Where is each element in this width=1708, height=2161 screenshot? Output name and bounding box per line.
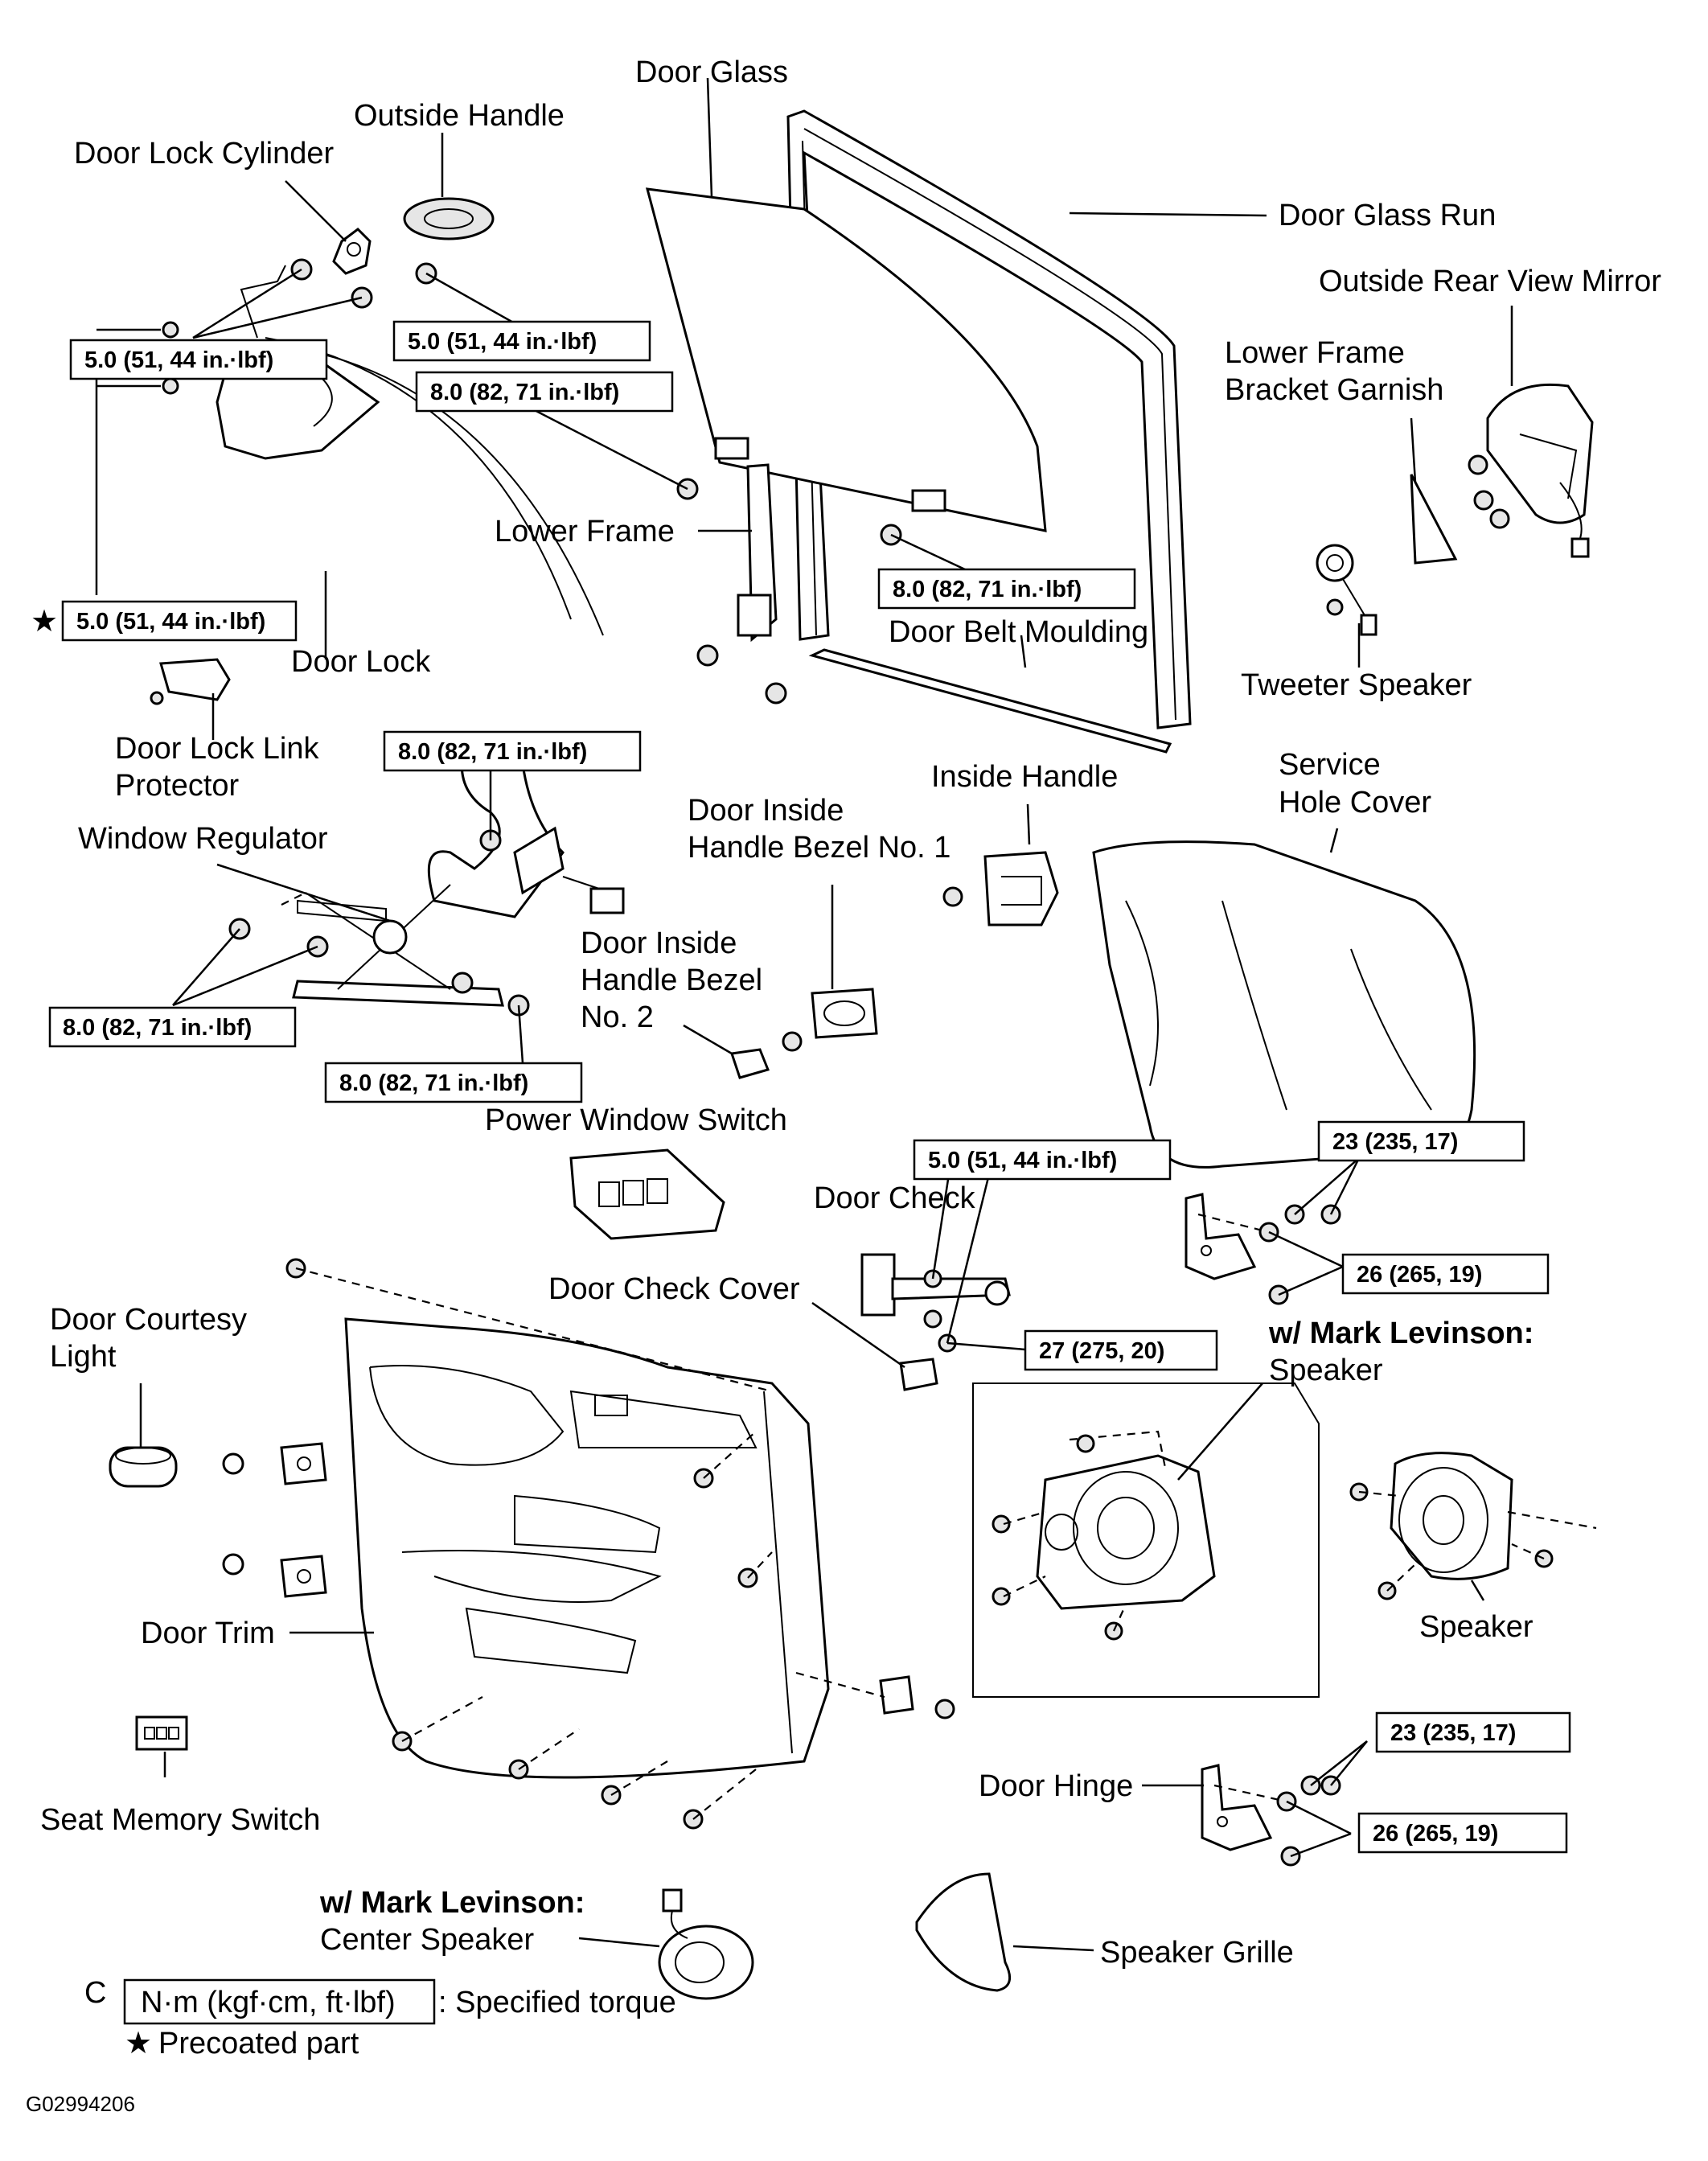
door-check — [860, 1253, 1011, 1317]
door-courtesy-light — [109, 1446, 178, 1488]
label-door-inside-handle-bezel-2b: Handle Bezel — [581, 963, 762, 997]
label-outside-handle: Outside Handle — [354, 99, 565, 133]
torque-regulator-top: 8.0 (82, 71 in.·lbf) — [398, 739, 587, 765]
torque-handle: 5.0 (51, 44 in.·lbf) — [408, 329, 597, 355]
torque-boxes: 5.0 (51, 44 in.·lbf) 5.0 (51, 44 in.·lbf… — [31, 320, 1571, 1854]
speaker-grille — [915, 1872, 1012, 1992]
label-door-inside-handle-bezel-1a: Door Inside — [688, 794, 844, 828]
door-trim — [344, 1317, 830, 1779]
outside-handle — [403, 197, 495, 240]
label-power-window-switch: Power Window Switch — [485, 1103, 787, 1137]
power-window-switch — [569, 1148, 725, 1240]
leader-lines — [95, 77, 1513, 1952]
door-inside-handle-bezel-no2 — [730, 1048, 770, 1079]
torque-glass-mid: 8.0 (82, 71 in.·lbf) — [893, 577, 1082, 602]
torque-glass-top: 8.0 (82, 71 in.·lbf) — [430, 380, 619, 405]
labels: Door Glass Outside Handle Door Lock Cyli… — [40, 55, 1661, 1970]
legend: C N·m (kgf·cm, ft·lbf) : Specified torqu… — [26, 1976, 676, 2116]
label-outside-rear-view-mirror: Outside Rear View Mirror — [1319, 265, 1661, 298]
torque-lock: 5.0 (51, 44 in.·lbf) — [76, 609, 265, 635]
label-door-check-cover: Door Check Cover — [548, 1272, 800, 1306]
torque-regulator-left: 8.0 (82, 71 in.·lbf) — [63, 1015, 252, 1041]
label-speaker-grille: Speaker Grille — [1100, 1936, 1294, 1970]
label-seat-memory-switch: Seat Memory Switch — [40, 1803, 320, 1837]
service-hole-cover — [1092, 840, 1476, 1169]
label-service-hole-cover-2: Hole Cover — [1279, 786, 1431, 820]
door-check-cover — [899, 1358, 938, 1391]
label-door-lock-link-protector-2: Protector — [115, 769, 240, 803]
dashed-bolt-lines — [281, 892, 1545, 1820]
outside-rear-view-mirror — [1486, 383, 1594, 558]
lower-frame — [737, 463, 778, 643]
inside-handle — [983, 851, 1059, 926]
label-speaker-2: Speaker — [1419, 1610, 1534, 1644]
label-door-trim: Door Trim — [141, 1617, 275, 1650]
legend-c-mark: C — [84, 1976, 106, 2010]
door-belt-moulding — [808, 648, 1172, 754]
door-inside-handle-bezel-no1 — [811, 988, 878, 1039]
label-door-inside-handle-bezel-1b: Handle Bezel No. 1 — [688, 831, 950, 865]
lower-frame-bracket-garnish — [1410, 474, 1458, 565]
speaker-right — [1390, 1452, 1597, 1580]
figure-id: G02994206 — [26, 2092, 135, 2116]
torque-check-cover: 27 (275, 20) — [1039, 1338, 1164, 1364]
label-door-belt-moulding: Door Belt Moulding — [889, 615, 1148, 649]
center-speaker — [658, 1888, 754, 2000]
label-tweeter-speaker: Tweeter Speaker — [1241, 668, 1472, 702]
label-mark-levinson-1: w/ Mark Levinson: — [1268, 1317, 1534, 1350]
label-service-hole-cover-1: Service — [1279, 748, 1381, 782]
torque-hinge-lower-b: 26 (265, 19) — [1373, 1821, 1498, 1847]
door-lock-link-protector — [159, 658, 231, 701]
label-door-lock: Door Lock — [291, 645, 431, 679]
label-door-lock-cylinder: Door Lock Cylinder — [74, 137, 334, 170]
torque-cylinder: 5.0 (51, 44 in.·lbf) — [84, 347, 273, 373]
label-door-glass: Door Glass — [635, 55, 788, 89]
torque-hinge-upper-a: 23 (235, 17) — [1332, 1129, 1458, 1155]
label-door-courtesy-light-1: Door Courtesy — [50, 1303, 247, 1337]
label-lower-frame-bracket-garnish-1: Lower Frame — [1225, 336, 1405, 370]
torque-door-check: 5.0 (51, 44 in.·lbf) — [928, 1148, 1117, 1173]
label-inside-handle: Inside Handle — [931, 760, 1118, 794]
torque-hinge-lower-a: 23 (235, 17) — [1390, 1720, 1516, 1746]
seat-memory-switch — [135, 1715, 188, 1751]
label-window-regulator: Window Regulator — [78, 822, 328, 856]
door-hinge-lower — [1201, 1764, 1287, 1851]
label-door-lock-link-protector-1: Door Lock Link — [115, 732, 319, 766]
door-lock-cylinder — [332, 228, 372, 275]
label-door-inside-handle-bezel-2c: No. 2 — [581, 1000, 654, 1034]
tweeter-speaker — [1316, 544, 1377, 636]
door-hinge-upper — [1185, 1193, 1263, 1280]
star-lock: ★ — [31, 605, 58, 639]
label-door-inside-handle-bezel-2a: Door Inside — [581, 926, 737, 960]
legend-specified-torque: : Specified torque — [438, 1986, 676, 2019]
label-door-check: Door Check — [814, 1181, 976, 1215]
label-door-hinge: Door Hinge — [979, 1769, 1133, 1803]
label-door-courtesy-light-2: Light — [50, 1340, 117, 1374]
legend-unit-box: N·m (kgf·cm, ft·lbf) — [141, 1986, 396, 2019]
torque-regulator-bottom: 8.0 (82, 71 in.·lbf) — [339, 1070, 528, 1096]
torque-hinge-upper-b: 26 (265, 19) — [1357, 1262, 1482, 1288]
door-glass — [645, 187, 1047, 532]
window-regulator — [292, 737, 625, 1007]
trim-clips — [222, 1442, 914, 1715]
label-speaker-1: Speaker — [1269, 1354, 1383, 1387]
label-door-glass-run: Door Glass Run — [1279, 199, 1496, 232]
label-center-speaker: Center Speaker — [320, 1923, 534, 1957]
mark-levinson-speaker-box — [972, 1382, 1320, 1698]
label-mark-levinson-2: w/ Mark Levinson: — [319, 1886, 585, 1920]
legend-precoated: Precoated part — [158, 2027, 359, 2060]
legend-star: ★ — [125, 2027, 152, 2060]
label-lower-frame: Lower Frame — [495, 515, 675, 548]
label-lower-frame-bracket-garnish-2: Bracket Garnish — [1225, 373, 1443, 407]
